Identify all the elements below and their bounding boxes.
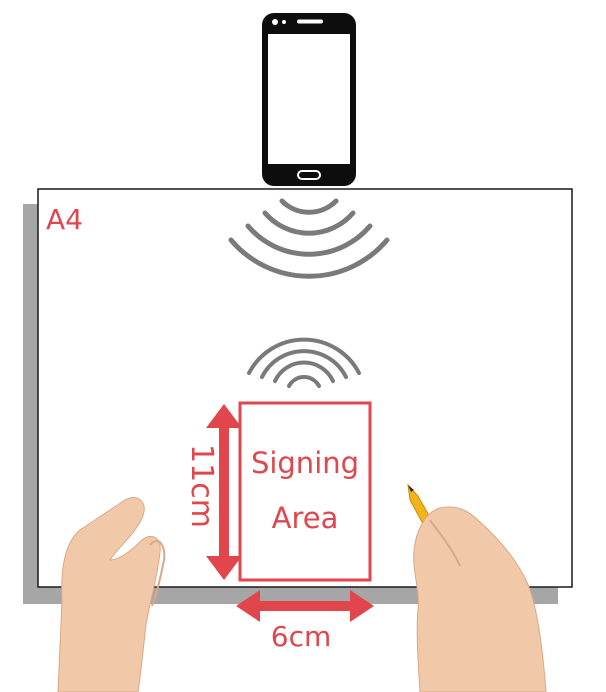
width-dimension-arrow [236,590,374,622]
right-hand [413,506,547,692]
smartphone-icon [262,13,356,186]
left-hand [57,497,166,692]
height-dimension-label: 11cm [184,444,219,528]
signing-area-box [238,401,372,582]
width-dimension-label: 6cm [271,620,331,653]
wireless-signal-icon [247,337,361,388]
signing-area-label-line2: Area [272,501,339,535]
signing-area-label-line1: Signing [251,446,359,480]
paper-size-label: A4 [46,203,83,236]
wireless-signal-icon [228,198,390,279]
height-dimension-arrow [206,404,242,580]
